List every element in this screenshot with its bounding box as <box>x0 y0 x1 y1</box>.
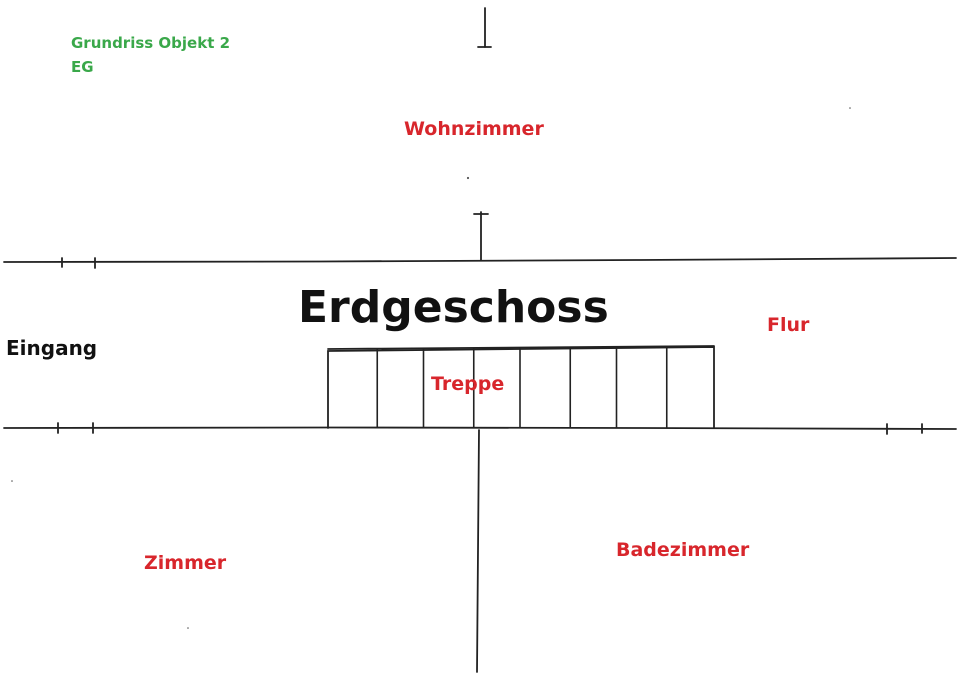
label-bathroom: Badezimmer <box>616 539 750 561</box>
scan-speck <box>466 176 470 180</box>
label-room: Zimmer <box>144 552 227 574</box>
staircase-top-edge <box>327 345 715 350</box>
upper-hallway-wall <box>3 257 957 263</box>
lower-hallway-wall <box>3 426 957 430</box>
lower-room-divider <box>476 429 480 673</box>
floor-title: Erdgeschoss <box>298 282 609 333</box>
plan-title: Grundriss Objekt 2 <box>71 34 231 52</box>
label-hallway: Flur <box>767 314 810 336</box>
label-stairs: Treppe <box>431 373 505 395</box>
scan-speck <box>11 480 13 482</box>
label-entrance: Eingang <box>6 336 98 360</box>
scan-speck <box>187 627 189 629</box>
plan-subtitle: EG <box>71 58 94 76</box>
staircase-outline <box>327 346 715 429</box>
label-living-room: Wohnzimmer <box>404 118 544 140</box>
scan-speck <box>849 107 851 109</box>
